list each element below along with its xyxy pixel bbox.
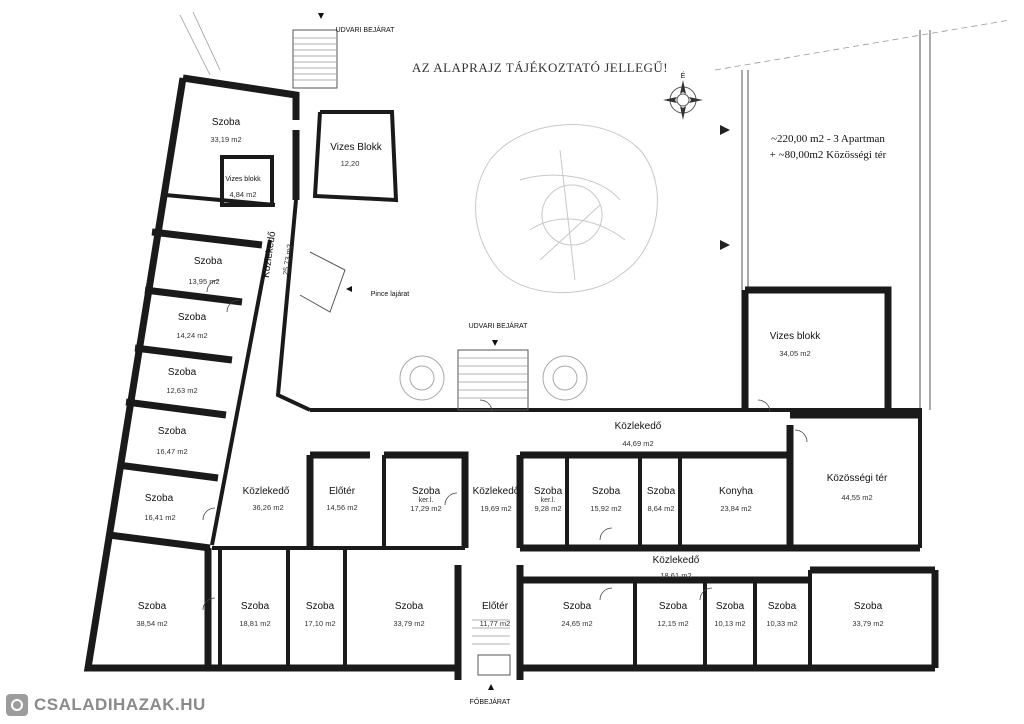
room-15-name: Szoba bbox=[647, 486, 676, 497]
room-28-area: 10,13 m2 bbox=[714, 619, 745, 628]
room-6-name: Szoba bbox=[168, 367, 197, 378]
room-30-area: 33,79 m2 bbox=[852, 619, 883, 628]
room-26-area: 24,65 m2 bbox=[561, 619, 592, 628]
room-23-area: 17,10 m2 bbox=[304, 619, 335, 628]
room-16-name: Konyha bbox=[719, 486, 753, 497]
room-8-name: Szoba bbox=[145, 493, 174, 504]
room-21-area: 38,54 m2 bbox=[136, 619, 167, 628]
room-22-name: Szoba bbox=[241, 601, 270, 612]
walls bbox=[83, 74, 939, 680]
shrub-right bbox=[542, 355, 588, 401]
room-11-area: 17,29 m2 bbox=[410, 504, 441, 513]
room-0-area: 33,19 m2 bbox=[210, 135, 241, 144]
room-5-name: Szoba bbox=[178, 312, 207, 323]
room-10-area: 14,56 m2 bbox=[326, 503, 357, 512]
room-0-name: Szoba bbox=[212, 117, 241, 128]
room-14-area: 15,92 m2 bbox=[590, 504, 621, 513]
watermark-text: CSALADIHAZAK.HU bbox=[34, 695, 206, 714]
room-29-area: 10,33 m2 bbox=[766, 619, 797, 628]
room-16-area: 23,84 m2 bbox=[720, 504, 751, 513]
info-line-1: ~220,00 m2 - 3 Apartman bbox=[771, 133, 885, 145]
room-11-sub: ker.l. bbox=[419, 497, 434, 504]
room-19-area: 34,05 m2 bbox=[779, 349, 810, 358]
room-2-name: Vizes Blokk bbox=[330, 142, 383, 153]
room-4-name: Szoba bbox=[194, 256, 223, 267]
room-5-area: 14,24 m2 bbox=[176, 331, 207, 340]
info-line-2: + ~80,00m2 Közösségi tér bbox=[770, 149, 887, 161]
room-29-name: Szoba bbox=[768, 601, 797, 612]
room-4-area: 13,95 m2 bbox=[188, 277, 219, 286]
room-18-name: Közlekedő bbox=[615, 421, 662, 432]
room-23-name: Szoba bbox=[306, 601, 335, 612]
arrow-udvari-top-icon bbox=[318, 13, 324, 19]
compass-icon bbox=[663, 80, 703, 120]
room-13-name: Szoba bbox=[534, 486, 563, 497]
arrow-udvari-mid-icon bbox=[492, 340, 498, 346]
right-plot bbox=[714, 19, 1011, 410]
watermark-logo: CSALADIHAZAK.HU bbox=[4, 690, 212, 720]
room-12-area: 19,69 m2 bbox=[480, 504, 511, 513]
tree-sketch bbox=[475, 124, 658, 294]
room-13-area: 9,28 m2 bbox=[534, 504, 561, 513]
room-10-name: Előtér bbox=[329, 486, 356, 497]
room-3-name: Közlekedő bbox=[261, 230, 278, 278]
room-3-area: 25,73 m2 bbox=[281, 244, 294, 276]
room-19-name: Vizes blokk bbox=[770, 331, 821, 342]
room-17-area: 44,55 m2 bbox=[841, 493, 872, 502]
room-14-name: Szoba bbox=[592, 486, 621, 497]
arrow-fobejarat-icon bbox=[488, 684, 494, 690]
room-22-area: 18,81 m2 bbox=[239, 619, 270, 628]
room-18-area: 44,69 m2 bbox=[622, 439, 653, 448]
arrow-pince-icon bbox=[346, 286, 352, 292]
room-30-name: Szoba bbox=[854, 601, 883, 612]
room-13-sub: ker.l. bbox=[541, 497, 556, 504]
room-11-name: Szoba bbox=[412, 486, 441, 497]
shrub-left bbox=[399, 355, 445, 401]
top-stair bbox=[292, 29, 338, 89]
room-21-name: Szoba bbox=[138, 601, 167, 612]
compass-label: É bbox=[681, 71, 686, 80]
room-25-name: Előtér bbox=[482, 601, 509, 612]
room-labels: Szoba 33,19 m2 Vizes blokk 4,84 m2 Vizes… bbox=[136, 117, 888, 628]
room-20-name: Közlekedő bbox=[653, 555, 700, 566]
room-15-area: 8,64 m2 bbox=[647, 504, 674, 513]
room-1-name: Vizes blokk bbox=[225, 176, 261, 183]
room-2-area: 12,20 bbox=[341, 159, 360, 168]
mid-stair bbox=[457, 349, 529, 411]
room-24-area: 33,79 m2 bbox=[393, 619, 424, 628]
room-27-name: Szoba bbox=[659, 601, 688, 612]
room-28-name: Szoba bbox=[716, 601, 745, 612]
room-25-area: 11,77 m2 bbox=[480, 619, 511, 628]
room-24-name: Szoba bbox=[395, 601, 424, 612]
label-udvari-mid: UDVARI BEJÁRAT bbox=[469, 321, 529, 330]
room-8-area: 16,41 m2 bbox=[144, 513, 175, 522]
room-9-area: 36,26 m2 bbox=[252, 503, 283, 512]
house-logo-icon bbox=[6, 694, 28, 716]
bottom-stair bbox=[472, 619, 511, 676]
room-1-area: 4,84 m2 bbox=[229, 190, 256, 199]
room-9-name: Közlekedő bbox=[243, 486, 290, 497]
room-26-name: Szoba bbox=[563, 601, 592, 612]
room-27-area: 12,15 m2 bbox=[657, 619, 688, 628]
room-20-area: 18,61 m2 bbox=[660, 571, 691, 580]
room-6-area: 12,63 m2 bbox=[166, 386, 197, 395]
doors bbox=[202, 279, 808, 611]
room-7-area: 16,47 m2 bbox=[156, 447, 187, 456]
room-12-name: Közlekedő bbox=[473, 486, 520, 497]
label-pince: Pince lajárat bbox=[371, 291, 410, 298]
label-fobejarat: FŐBEJÁRAT bbox=[470, 697, 511, 706]
label-udvari-top: UDVARI BEJÁRAT bbox=[336, 25, 396, 34]
room-17-name: Közösségi tér bbox=[827, 473, 888, 484]
disclaimer-title: AZ ALAPRAJZ TÁJÉKOZTATÓ JELLEGŰ! bbox=[412, 60, 668, 75]
room-7-name: Szoba bbox=[158, 426, 187, 437]
